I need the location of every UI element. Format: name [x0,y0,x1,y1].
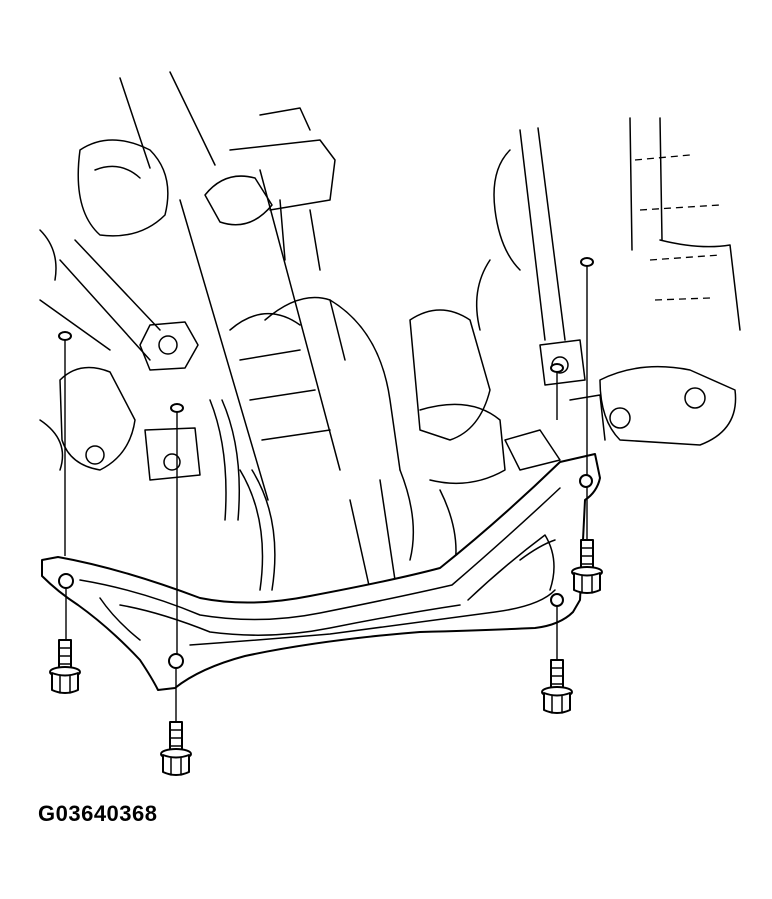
bolt-rear-left [160,721,192,776]
bolt-rear-right [541,659,573,714]
bolt-front-left [49,639,81,694]
reinforcement-brace [41,453,601,691]
alignment-guides [64,266,588,722]
body-mount-holes [58,257,594,413]
underbody-background [39,71,741,591]
figure-code: G03640368 [38,801,158,826]
bolt-front-right [571,539,603,594]
